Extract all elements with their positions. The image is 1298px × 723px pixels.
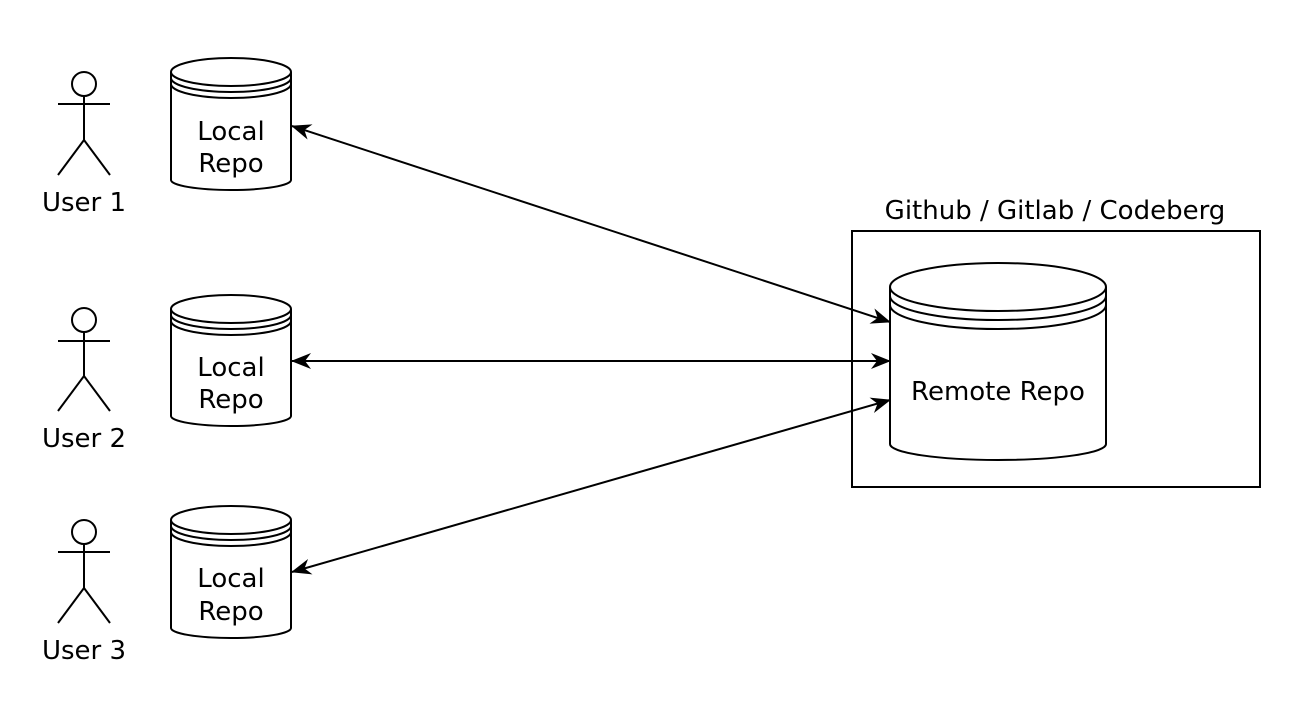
local-repo-1-label-line2: Repo [198,149,263,179]
user-2-actor-icon [57,307,111,412]
local-repo-2-label-line1: Local [197,353,264,383]
user-1-label: User 1 [42,188,126,218]
user-2-label: User 2 [42,424,126,454]
connector-local-3-to-remote [291,397,891,575]
local-repo-1-label-line1: Local [197,117,264,147]
remote-repo-database-icon[interactable]: Remote Repo [889,262,1107,461]
local-repo-2-database-icon[interactable]: Local Repo [170,294,292,427]
remote-repo-label: Remote Repo [911,377,1085,407]
local-repo-1-database-icon[interactable]: Local Repo [170,57,292,191]
connector-local-1-to-remote [291,124,891,324]
local-repo-3-label-line2: Repo [198,597,263,627]
user-1-actor-icon [57,71,111,176]
remote-container-label: Github / Gitlab / Codeberg [885,196,1226,226]
local-repo-2-label-line2: Repo [198,385,263,415]
local-repo-3-label-line1: Local [197,564,264,594]
user-3-label: User 3 [42,636,126,666]
local-repo-3-database-icon[interactable]: Local Repo [170,505,292,639]
user-3-actor-icon [57,519,111,624]
